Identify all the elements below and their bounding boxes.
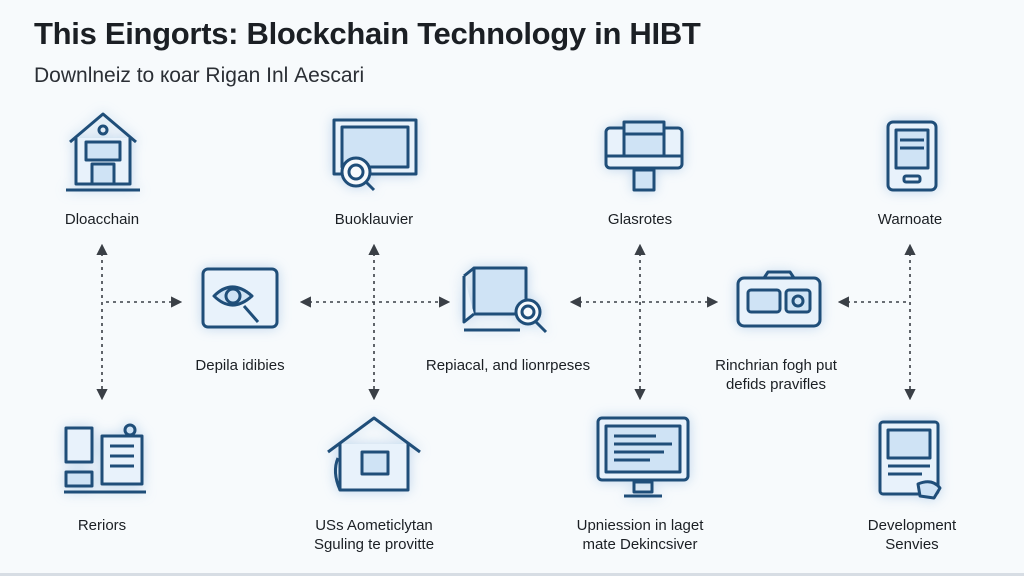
page-title-prefix: This Eingorts: [34, 16, 247, 51]
node-label-top-3: Glasrotes [607, 211, 673, 228]
monitor-magnifier-icon [330, 116, 420, 192]
desktop-screen-icon [594, 414, 692, 500]
bottom-divider [0, 573, 1024, 576]
eye-magnifier-icon [200, 266, 280, 332]
node-label-top-1: Dloacchain [64, 211, 140, 228]
computer-magnifier-icon [460, 262, 552, 338]
node-label-bot-3-line1: Upniession in laget [576, 517, 704, 534]
node-label-mid-1: Depila idibies [195, 357, 285, 374]
server-box-icon [602, 118, 686, 194]
document-tablet-icon [874, 418, 946, 502]
node-label-mid-3: Rinchrian fogh put defids pravifles [715, 356, 837, 394]
node-label-top-4: Warnoate [877, 211, 943, 228]
page-title: This Eingorts: Blockchain Technology in … [34, 16, 701, 52]
node-label-top-2: Buoklauvier [334, 211, 414, 228]
node-label-bot-1: Reriors [77, 517, 127, 534]
node-label-bot-2-line1: USs Aometiclytan [315, 517, 433, 534]
node-label-bot-4: Development Senvies [868, 516, 956, 554]
node-label-bot-3-line2: mate Dekincsiver [582, 536, 698, 553]
city-buildings-icon [62, 418, 148, 498]
mobile-device-icon [884, 120, 940, 192]
building-icon [62, 108, 144, 196]
node-label-bot-4-line2: Senvies [885, 536, 939, 553]
page-title-main: Blockchain Technology in HIBT [246, 16, 701, 51]
node-label-bot-3: Upniession in laget mate Dekincsiver [577, 516, 704, 554]
node-label-bot-2-line2: Sguling te provitte [313, 536, 435, 553]
page-subtitle: Downlneiz to кoar Rigan Inl Аescari [34, 64, 365, 87]
house-icon [322, 412, 426, 496]
node-label-mid-3-line1: Rinchrian fogh put [715, 357, 837, 374]
node-label-bot-2: USs Aometiclytan Sguling te provitte [314, 516, 434, 554]
node-label-mid-2: Repiacal, and lionrpeses [425, 357, 591, 374]
node-label-bot-4-line1: Development [867, 517, 957, 534]
node-label-mid-3-line2: defids pravifles [725, 376, 827, 393]
card-panel-icon [734, 270, 824, 330]
